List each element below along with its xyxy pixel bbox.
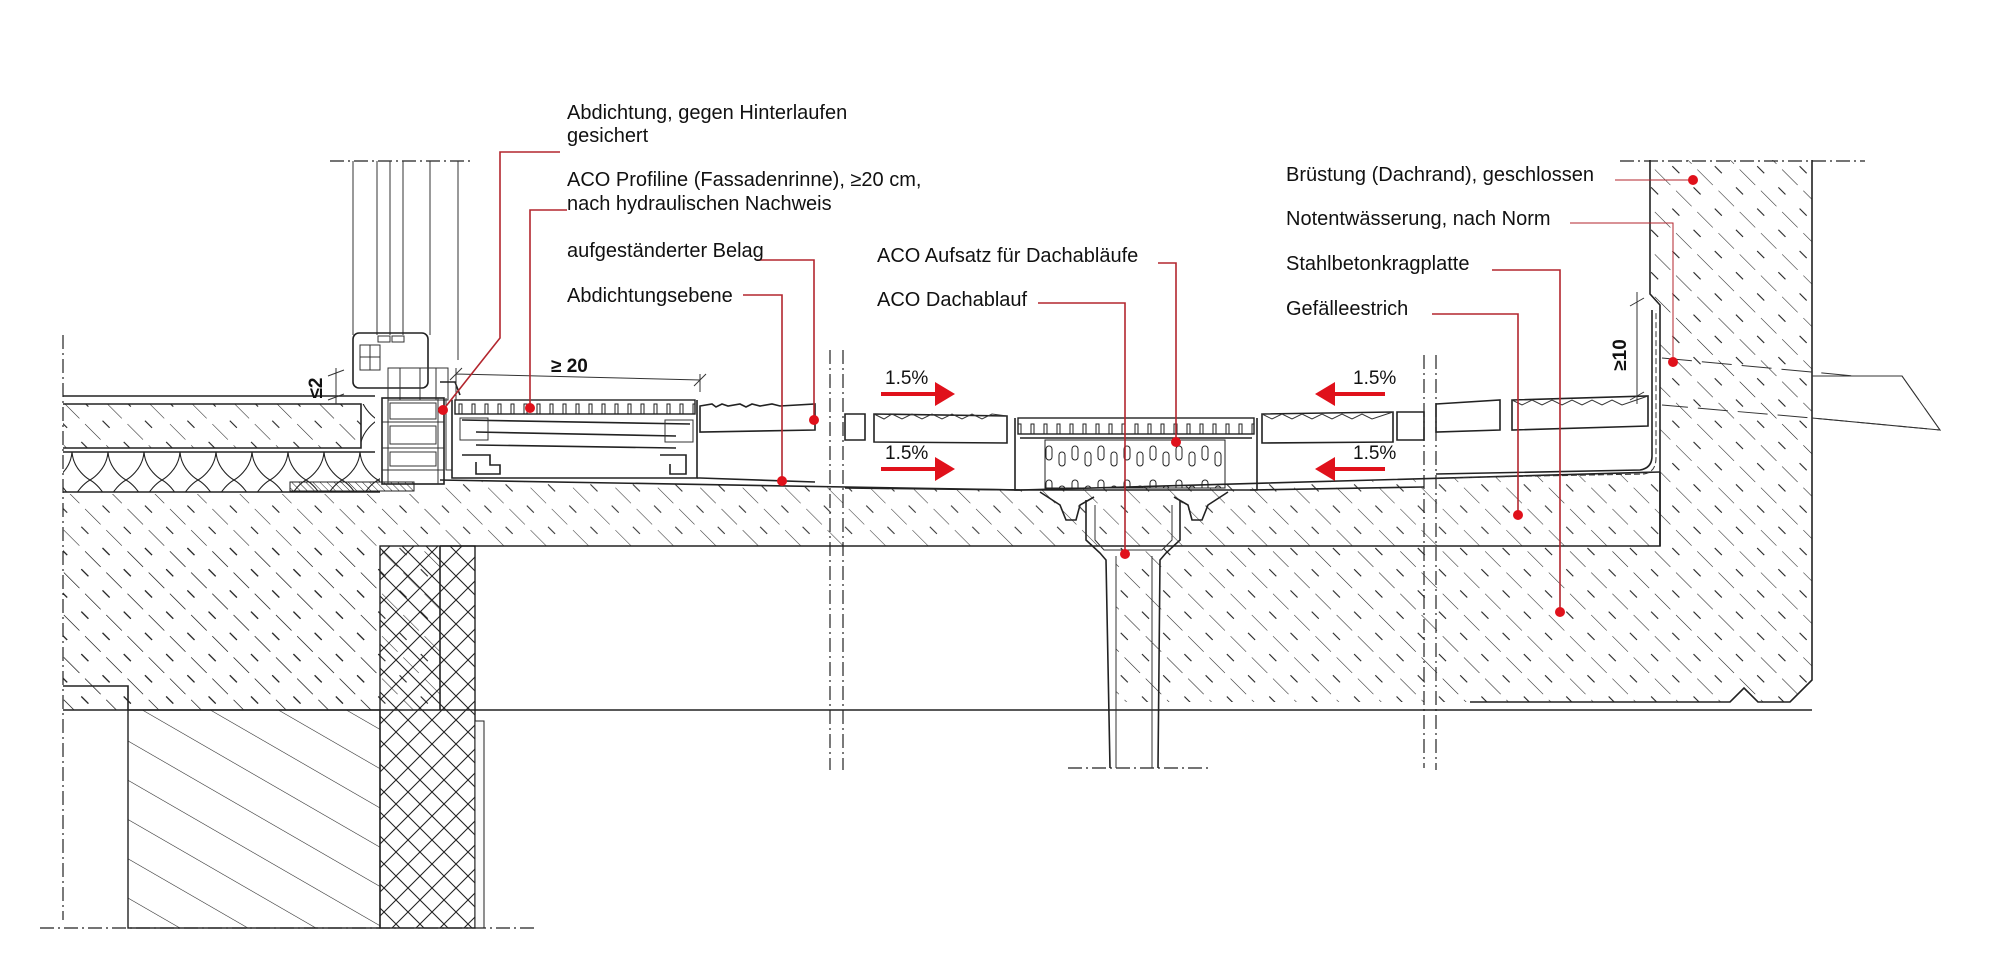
aco-roof-drain (1014, 417, 1258, 769)
chain-lines (40, 160, 1865, 929)
bearing-strip (289, 481, 415, 492)
left-floor-screed (63, 404, 361, 448)
label-bruestung: Brüstung (Dachrand), geschlossen (1286, 164, 1594, 186)
annotation-leaders (438, 151, 1698, 617)
label-aco-profiline: ACO Profiline (Fassadenrinne), ≥20 cm, (567, 169, 921, 191)
label-abdichtungsebene: Abdichtungsebene (567, 285, 733, 307)
aco-profiline-gutter (451, 399, 698, 479)
slope-arrow-right-lower: 1.5% (1315, 443, 1396, 481)
screed-layer (440, 472, 1660, 546)
label-gefaelleestrich: Gefälleestrich (1286, 298, 1408, 320)
masonry-insulation (379, 545, 476, 929)
sill-profile (381, 397, 445, 485)
render-strip (474, 720, 485, 929)
svg-text:1.5%: 1.5% (1353, 443, 1396, 464)
svg-text:1.5%: 1.5% (885, 443, 928, 464)
dimension-door-threshold: ≤2 (306, 378, 327, 399)
emergency-overflow-outline (1661, 357, 1942, 431)
structure (63, 160, 1942, 929)
label-notentwaesserung: Notentwässerung, nach Norm (1286, 208, 1551, 230)
label-aufgestaenderter-belag: aufgeständerter Belag (567, 240, 764, 262)
concrete-slab (63, 546, 1812, 710)
annotation-labels: Abdichtung, gegen Hinterlaufen gesichert… (567, 102, 1594, 320)
label-aco-dachablauf: ACO Dachablauf (877, 289, 1028, 311)
decking-right (1435, 310, 1657, 479)
decking-middle-left (844, 413, 1021, 491)
parapet (1650, 160, 1812, 546)
svg-text:1.5%: 1.5% (885, 368, 928, 389)
decking-middle-right (1249, 411, 1425, 491)
masonry-wall (127, 709, 381, 929)
dimension-parapet-upstand: ≥10 (1610, 339, 1631, 371)
slope-arrow-left-upper: 1.5% (881, 368, 955, 406)
label-stahlbetonkragplatte: Stahlbetonkragplatte (1286, 253, 1469, 275)
dimension-lines: ≤2 ≥ 20 ≥10 (306, 292, 1645, 404)
label-aco-profiline-2: nach hydraulischen Nachweis (567, 193, 832, 215)
slope-arrow-left-lower: 1.5% (881, 443, 955, 481)
svg-text:1.5%: 1.5% (1353, 368, 1396, 389)
raised-decking (697, 403, 816, 483)
dimension-gutter-width: ≥ 20 (551, 356, 588, 377)
door-frame (352, 161, 461, 485)
label-abdichtung-hinterlaufen: Abdichtung, gegen Hinterlaufen (567, 102, 847, 124)
label-aco-aufsatz: ACO Aufsatz für Dachabläufe (877, 245, 1138, 267)
slope-arrow-right-upper: 1.5% (1315, 368, 1396, 406)
label-abdichtung-hinterlaufen-2: gesichert (567, 125, 649, 147)
